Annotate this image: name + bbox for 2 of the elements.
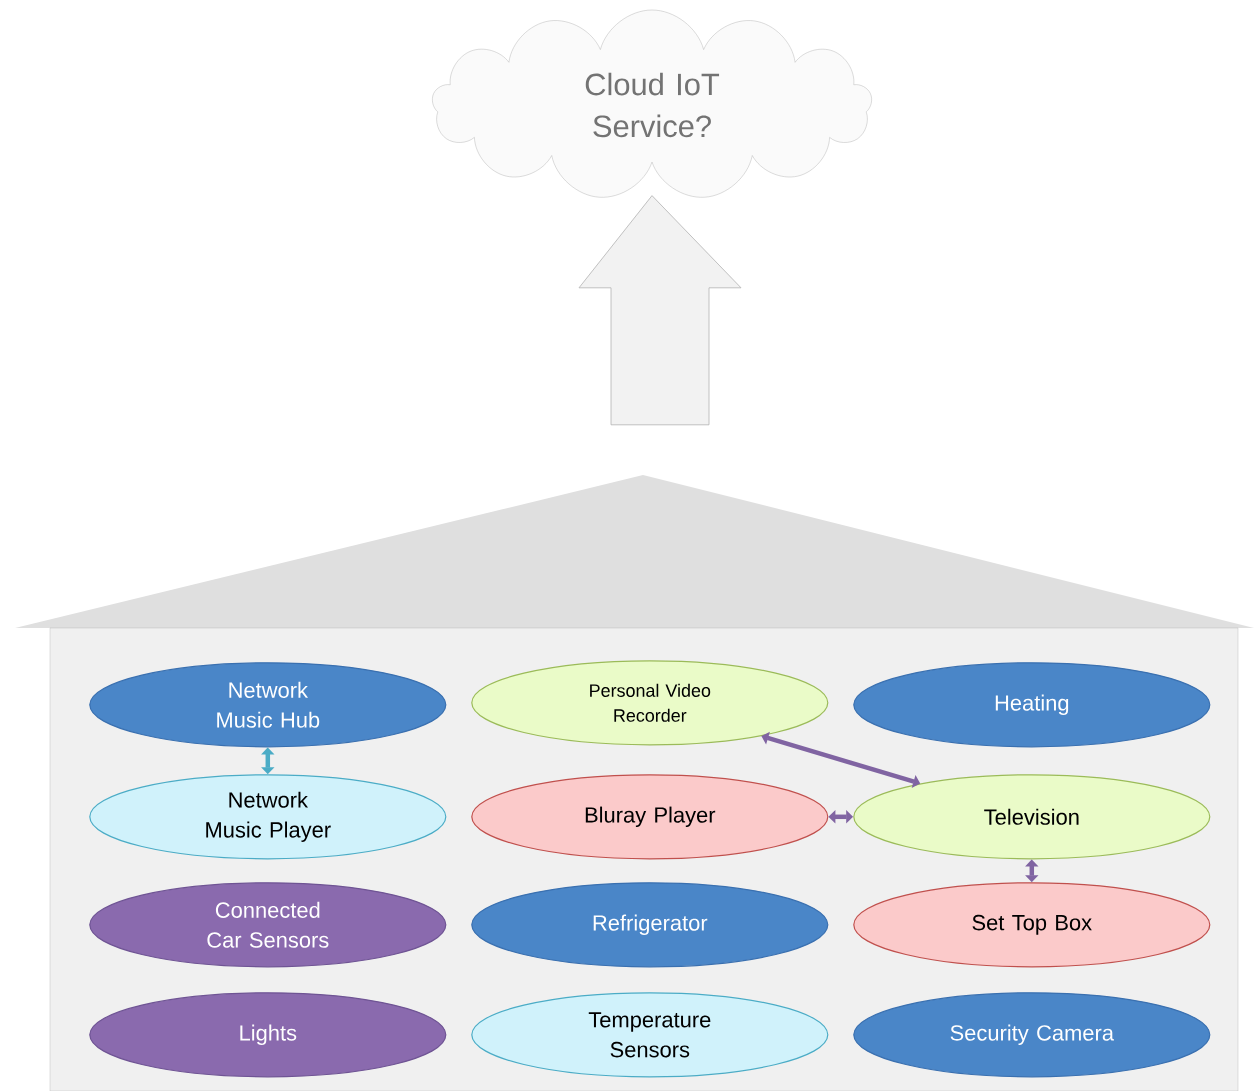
cloud: Cloud IoT Service? xyxy=(432,9,872,198)
block-arrow xyxy=(578,195,742,426)
